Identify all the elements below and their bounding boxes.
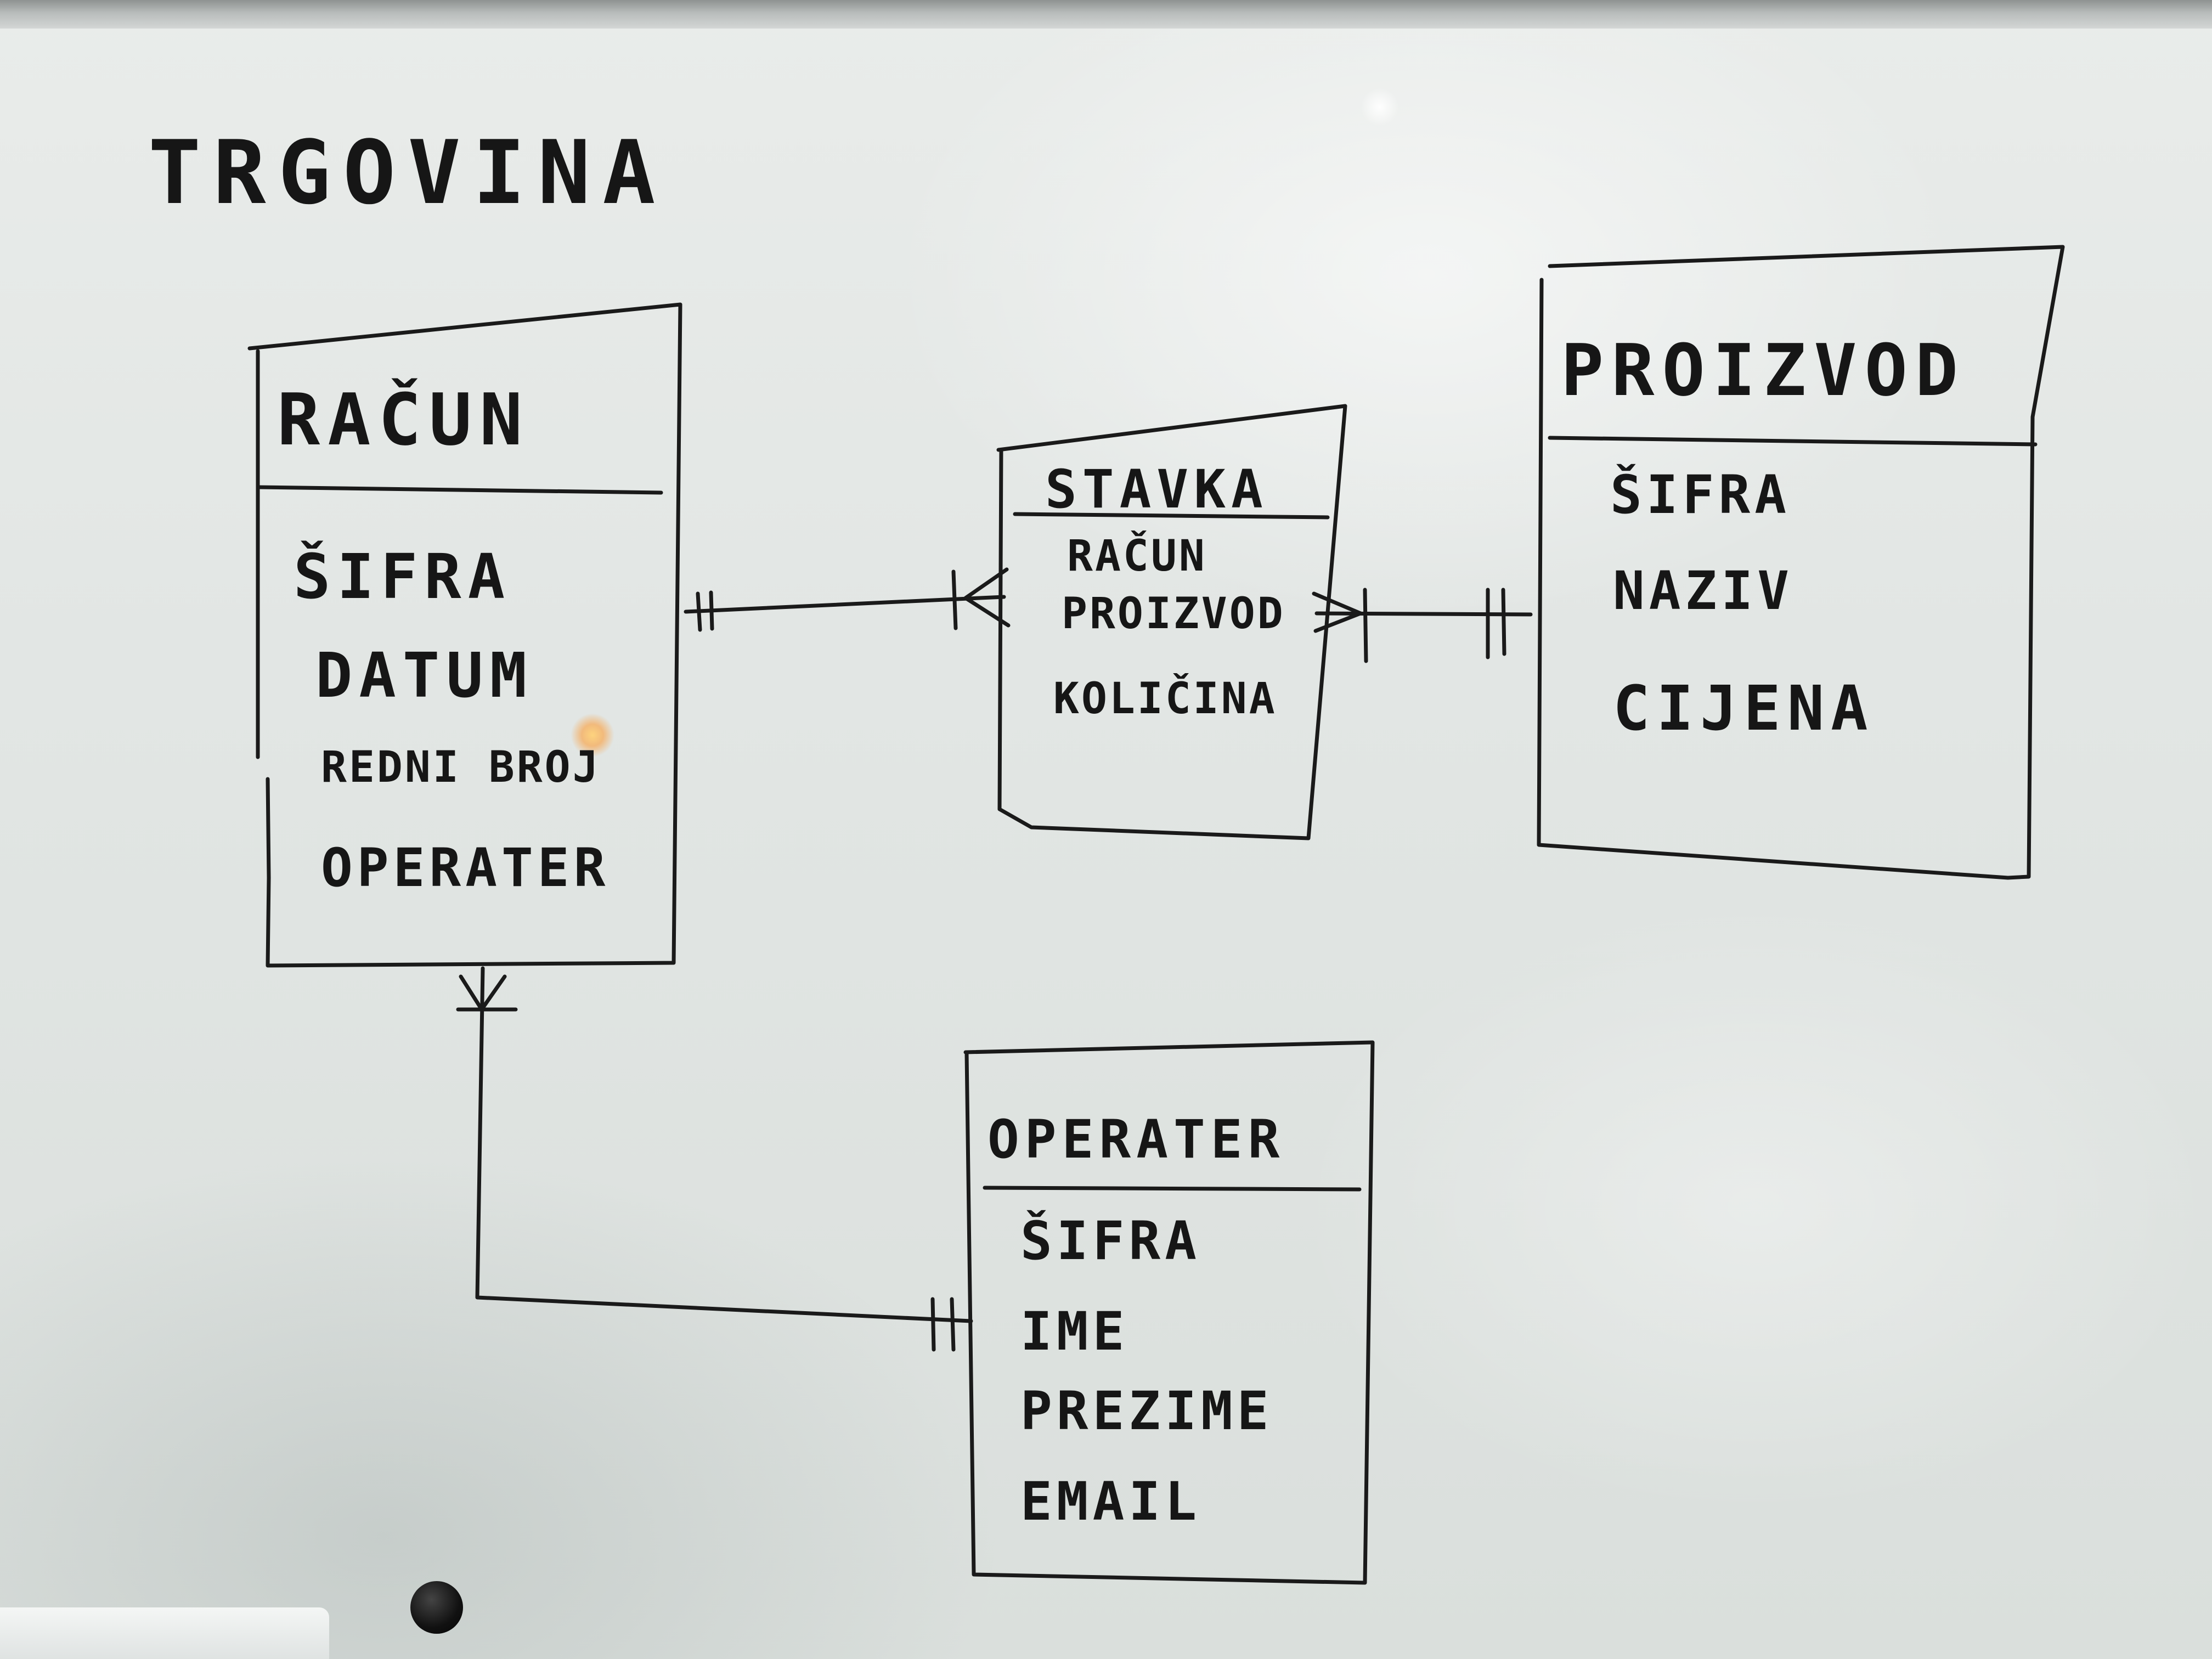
diagram-title: TRGOVINA [148, 121, 668, 224]
entity-racun-name: RAČUN [277, 378, 530, 461]
relationship-stavka-proizvod [1312, 588, 1533, 663]
entity-stavka-attr: PROIZVOD [1062, 589, 1285, 639]
entity-racun-divider [256, 485, 663, 495]
entity-operater-attr: EMAIL [1020, 1471, 1201, 1532]
entity-racun-attr: DATUM [315, 640, 533, 712]
one-and-only-one-marker [930, 1297, 956, 1352]
entity-racun-attr: ŠIFRA [294, 541, 511, 613]
light-glare [571, 713, 614, 757]
entity-proizvod-divider [1548, 436, 2038, 447]
entity-racun-attr: REDNI BROJ [321, 743, 601, 792]
one-and-only-one-marker [1486, 588, 1506, 659]
relationship-operater-racun [456, 966, 973, 1352]
entity-stavka-box [996, 404, 1347, 840]
entity-proizvod-attr: NAZIV [1613, 560, 1793, 622]
entity-operater-divider [983, 1186, 1362, 1192]
one-or-many-marker [951, 567, 1011, 630]
entity-operater-box [963, 1040, 1375, 1585]
entity-stavka: STAVKA RAČUN PROIZVOD KOLIČINA [996, 404, 1347, 840]
entity-racun-box [247, 302, 682, 968]
entity-operater-attr: IME [1020, 1301, 1128, 1362]
one-or-many-marker [1312, 588, 1368, 663]
entity-proizvod: PROIZVOD ŠIFRA NAZIV CIJENA [1537, 245, 2065, 880]
entity-racun: RAČUN ŠIFRA DATUM REDNI BROJ OPERATER [247, 302, 682, 968]
relationship-line [475, 966, 973, 1323]
light-reflection [1361, 88, 1399, 126]
entity-proizvod-name: PROIZVOD [1561, 329, 1966, 412]
entity-operater-attr: PREZIME [1020, 1380, 1273, 1442]
entity-proizvod-box [1537, 245, 2065, 880]
one-or-many-marker [456, 974, 518, 1012]
entity-stavka-attr: RAČUN [1067, 531, 1207, 581]
whiteboard-frame [0, 0, 2212, 29]
entity-operater-attr: ŠIFRA [1020, 1210, 1201, 1272]
entity-stavka-attr: KOLIČINA [1053, 673, 1277, 724]
entity-proizvod-attr: CIJENA [1613, 673, 1875, 744]
entity-operater: OPERATER ŠIFRA IME PREZIME EMAIL [963, 1040, 1375, 1585]
entity-operater-name: OPERATER [988, 1109, 1285, 1170]
relationship-line [684, 595, 1006, 614]
marker-tray [0, 1607, 329, 1659]
relationship-line [1314, 611, 1533, 617]
entity-stavka-divider [1013, 512, 1330, 520]
entity-stavka-name: STAVKA [1045, 459, 1268, 520]
magnet [410, 1581, 463, 1634]
relationship-racun-stavka [684, 567, 1011, 632]
entity-proizvod-attr: ŠIFRA [1610, 464, 1791, 526]
one-and-only-one-marker [696, 590, 714, 632]
entity-racun-attr: OPERATER [321, 837, 610, 899]
